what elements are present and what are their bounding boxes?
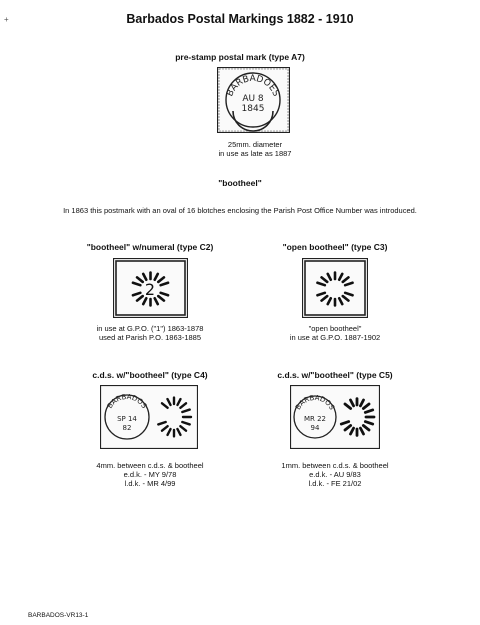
bootheel-blotch — [343, 281, 354, 287]
bootheel-blotch — [141, 296, 148, 306]
bootheel-blotch — [326, 272, 333, 282]
bootheel-blotch — [135, 294, 145, 302]
item-c2-stamp-image: 2 — [113, 258, 188, 318]
bootheel-blotch — [176, 397, 182, 407]
item-c4-cds-year: 82 — [123, 424, 132, 432]
bootheel-blotch — [343, 424, 353, 432]
prestamp-cover-image: BARBADOES AU 8 1845 — [217, 67, 290, 133]
bootheel-blotch — [179, 402, 188, 410]
bootheel-blotch — [153, 296, 160, 306]
bootheel-blotch — [320, 276, 329, 284]
bootheel-blotch — [181, 408, 191, 414]
bootheel-blotch — [166, 397, 172, 407]
bootheel-blotch — [349, 398, 355, 408]
bootheel-blotch — [166, 427, 172, 437]
item-c5-stamp-image: BARBADOS MR 22 94 — [290, 385, 380, 449]
page-title: Barbados Postal Markings 1882 - 1910 — [126, 12, 354, 26]
prestamp-date: AU 8 — [242, 94, 264, 104]
item-c5-cds-date: MR 22 — [304, 415, 326, 423]
bootheel-blotch — [135, 276, 145, 284]
item-c4-cds-date: SP 14 — [117, 415, 137, 423]
bootheel-blotch — [157, 420, 167, 426]
bootheel-blotch — [339, 420, 351, 426]
item-c3-caption: "open bootheel" in use at G.P.O. 1887-19… — [289, 324, 381, 342]
bootheel-blotch — [153, 272, 160, 282]
margin-mark: + — [4, 15, 9, 24]
bootheel-blotch — [320, 294, 329, 302]
bootheel-blotch — [156, 276, 166, 284]
bootheel-blotch — [159, 291, 170, 297]
bootheel-blotch — [361, 402, 371, 410]
page-footer: BARBADOS-VR13-1 — [28, 612, 89, 619]
item-c2-caption: in use at G.P.O. ("1") 1863-1878 used at… — [96, 324, 204, 342]
bootheel-blotch — [160, 402, 169, 410]
prestamp-heading: pre-stamp postal mark (type A7) — [175, 52, 305, 62]
item-c4-stamp-image: BARBADOS SP 14 82 — [100, 385, 198, 449]
bootheel-blotch — [359, 426, 365, 436]
bootheel-blotch — [316, 281, 327, 287]
bootheel-blotch — [349, 426, 355, 436]
bootheel-blotch — [359, 398, 365, 408]
bootheel-blotch — [363, 408, 375, 414]
bootheel-blotch — [316, 291, 327, 297]
bootheel-blotch — [156, 294, 166, 302]
bootheel-blotch — [160, 424, 169, 432]
bootheel-blotch — [131, 281, 142, 287]
bootheel-blotch — [363, 420, 375, 426]
bootheel-blotch — [181, 420, 191, 426]
bootheel-blotch — [176, 427, 182, 437]
item-c4-heading: c.d.s. w/"bootheel" (type C4) — [92, 370, 208, 380]
bootheel-blotch — [343, 402, 353, 410]
item-c5-heading: c.d.s. w/"bootheel" (type C5) — [277, 370, 393, 380]
bootheel-intro: In 1863 this postmark with an oval of 16… — [63, 206, 417, 215]
bootheel-blotch — [343, 291, 354, 297]
item-c2-numeral: 2 — [145, 280, 155, 299]
prestamp-year: 1845 — [242, 104, 265, 114]
bootheel-blotch — [141, 272, 148, 282]
item-c5-cds-year: 94 — [311, 424, 320, 432]
bootheel-heading: "bootheel" — [218, 178, 262, 188]
bootheel-blotch — [179, 424, 188, 432]
prestamp-caption: 25mm. diameter in use as late as 1887 — [218, 140, 292, 158]
item-c4-caption: 4mm. between c.d.s. & bootheel e.d.k. - … — [96, 461, 204, 488]
item-c3-stamp-image — [302, 258, 368, 318]
bootheel-blotch — [337, 272, 344, 282]
item-c5-caption: 1mm. between c.d.s. & bootheel e.d.k. - … — [281, 461, 389, 488]
item-c2-heading: "bootheel" w/numeral (type C2) — [86, 242, 214, 252]
item-c3-heading: "open bootheel" (type C3) — [282, 242, 388, 252]
bootheel-blotch — [341, 294, 350, 302]
bootheel-blotch — [326, 296, 333, 306]
bootheel-blotch — [341, 276, 350, 284]
bootheel-blotch — [159, 281, 170, 287]
bootheel-blotch — [131, 291, 142, 297]
bootheel-blotch — [361, 424, 371, 432]
bootheel-blotch — [337, 296, 344, 306]
